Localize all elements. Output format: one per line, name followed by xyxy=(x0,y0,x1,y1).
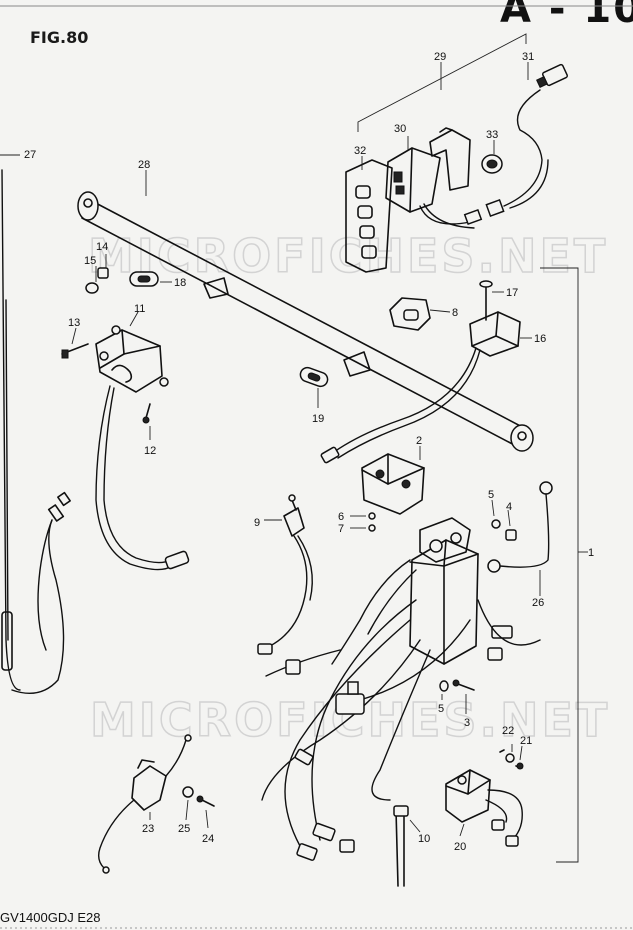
switch-part-16 xyxy=(320,280,521,464)
callout-31: 31 xyxy=(522,51,534,63)
callout-1: 1 xyxy=(588,547,594,559)
callout-5-upper: 5 xyxy=(488,489,494,501)
bracket-part-29 xyxy=(357,33,527,132)
antenna-wire-part-27 xyxy=(1,169,71,694)
callout-20: 20 xyxy=(454,841,466,853)
module-part-11 xyxy=(61,267,190,571)
callout-25: 25 xyxy=(178,823,190,835)
callout-32: 32 xyxy=(354,145,366,157)
ground-wire-part-26 xyxy=(487,481,553,573)
watermark-top: MICROFICHES.NET xyxy=(88,229,608,283)
sensor-part-23 xyxy=(97,734,215,874)
callout-5-lower: 5 xyxy=(438,703,444,715)
callout-33: 33 xyxy=(486,129,498,141)
cover-part-8 xyxy=(389,297,431,331)
callout-21: 21 xyxy=(520,735,532,747)
callout-30: 30 xyxy=(394,123,406,135)
main-harness-unit xyxy=(261,517,541,861)
callout-29: 29 xyxy=(434,51,446,63)
grommet-part-18 xyxy=(129,271,159,287)
cable-tie-part-10 xyxy=(393,805,409,887)
frame-bar-part-28 xyxy=(77,191,534,452)
callout-14: 14 xyxy=(96,241,108,253)
callout-11: 11 xyxy=(134,303,145,315)
page-code: A - 10 xyxy=(500,0,633,32)
callout-18: 18 xyxy=(174,277,186,289)
figure-label: FIG.80 xyxy=(30,28,89,47)
callout-2: 2 xyxy=(416,435,422,447)
relay-part-20 xyxy=(445,749,524,847)
callout-8: 8 xyxy=(452,307,458,319)
callout-12: 12 xyxy=(144,445,156,457)
callout-26: 26 xyxy=(532,597,544,609)
callout-23: 23 xyxy=(142,823,154,835)
callout-27: 27 xyxy=(24,149,36,161)
callout-13: 13 xyxy=(68,317,80,329)
relay-bracket-assembly xyxy=(345,63,569,273)
callout-10: 10 xyxy=(418,833,430,845)
leader-lines xyxy=(71,62,541,837)
callout-3: 3 xyxy=(464,717,470,729)
callout-22: 22 xyxy=(502,725,514,737)
assembly-bracket-part-1 xyxy=(540,267,588,863)
switch-part-9 xyxy=(257,494,313,675)
callout-7: 7 xyxy=(338,523,344,535)
callout-19: 19 xyxy=(312,413,324,425)
callout-16: 16 xyxy=(534,333,546,345)
relay-box-part-2 xyxy=(361,453,517,541)
callout-15: 15 xyxy=(84,255,96,267)
model-code: GV1400GDJ E28 xyxy=(0,910,101,925)
callout-9: 9 xyxy=(254,517,260,529)
callout-6: 6 xyxy=(338,511,344,523)
callout-4: 4 xyxy=(506,501,512,513)
callout-17: 17 xyxy=(506,287,518,299)
grommet-part-19 xyxy=(299,366,329,388)
callout-numbers: 1 2 3 4 5 5 6 7 8 9 10 11 12 13 14 15 16… xyxy=(24,51,594,853)
callout-28: 28 xyxy=(138,159,150,171)
callout-24: 24 xyxy=(202,833,214,845)
